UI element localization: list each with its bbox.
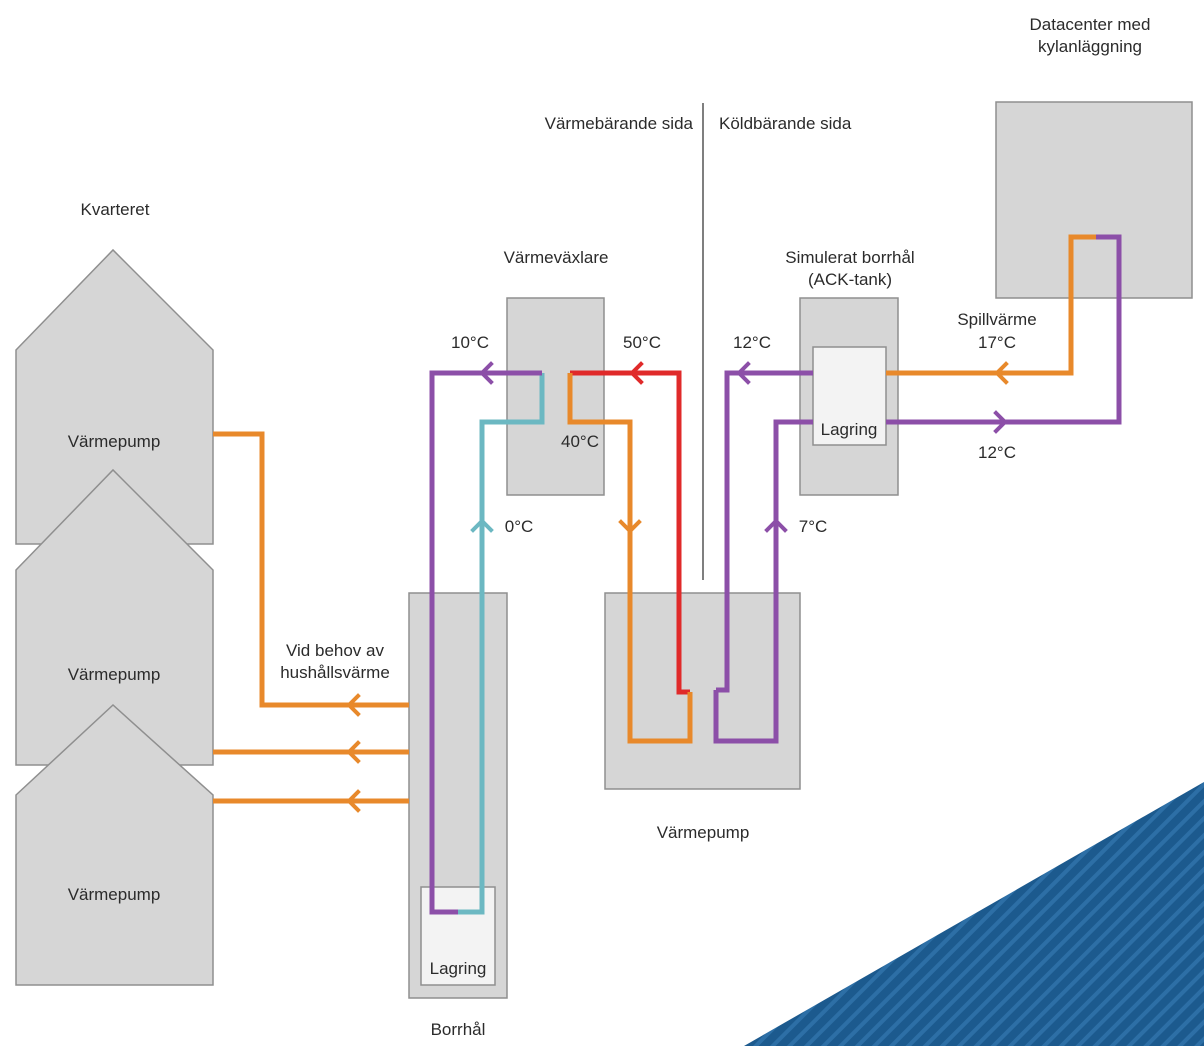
pipe-orange-hot-return — [567, 373, 693, 744]
storage-tank-label: Lagring — [821, 420, 878, 439]
datacenter-label-line1: Datacenter med — [1030, 15, 1151, 34]
sim-borehole-label-line2: (ACK-tank) — [808, 270, 892, 289]
pipe-house-1-supply — [213, 431, 409, 708]
household-label-line2: hushållsvärme — [280, 663, 390, 682]
heat-exchanger-label: Värmeväxlare — [504, 248, 609, 267]
borehole-storage-label: Lagring — [430, 959, 487, 978]
hot-side-label: Värmebärande sida — [545, 114, 694, 133]
arrow-orange-17 — [994, 361, 1009, 385]
pipe-orange-waste-heat — [886, 234, 1096, 376]
temp-12-left-label: 12°C — [733, 333, 771, 352]
cold-side-label: Köldbärande sida — [719, 114, 852, 133]
block-label: Kvarteret — [81, 200, 150, 219]
main-heat-pump-label: Värmepump — [657, 823, 750, 842]
heat-pump-2-label: Värmepump — [68, 665, 161, 684]
arrow-purple-12-left — [736, 361, 751, 385]
temp-10-label: 10°C — [451, 333, 489, 352]
corner-stripes — [744, 782, 1204, 1046]
temp-0-label: 0°C — [505, 517, 534, 536]
heat-pump-3-label: Värmepump — [68, 885, 161, 904]
sim-borehole-storage-box — [812, 346, 887, 446]
pipe-cyan-borehole-out — [458, 373, 545, 915]
temp-50-label: 50°C — [623, 333, 661, 352]
arrow-house-2 — [346, 740, 361, 764]
arrow-purple-12-right — [993, 410, 1008, 434]
pipe-red-hot-supply — [570, 370, 690, 695]
house-3 — [15, 703, 214, 986]
house-2 — [15, 468, 214, 766]
arrow-orange-down — [618, 519, 642, 534]
arrow-house-1 — [346, 693, 361, 717]
temp-12-right-label: 12°C — [978, 443, 1016, 462]
datacenter-box — [995, 101, 1193, 299]
arrow-purple-10 — [479, 361, 494, 385]
datacenter-label-line2: kylanläggning — [1038, 37, 1142, 56]
temp-40-label: 40°C — [561, 432, 599, 451]
arrow-red-50 — [629, 361, 644, 385]
waste-heat-label: Spillvärme — [957, 310, 1036, 329]
arrow-cyan-up — [470, 518, 494, 533]
main-heat-pump-box — [604, 592, 801, 790]
heat-pump-1-label: Värmepump — [68, 432, 161, 451]
arrow-house-3 — [346, 789, 361, 813]
pipe-purple-cold-from-tank — [716, 370, 813, 693]
household-label-line1: Vid behov av — [286, 641, 384, 660]
temp-7-label: 7°C — [799, 517, 828, 536]
house-1 — [15, 248, 214, 545]
arrow-purple-7-up — [764, 518, 788, 533]
heat-exchanger-box — [506, 297, 605, 496]
pipe-purple-borehole-return — [429, 370, 542, 915]
borehole-label: Borrhål — [431, 1020, 486, 1039]
pipe-purple-cold-to-tank — [713, 419, 813, 744]
sim-borehole-label-line1: Simulerat borrhål — [785, 248, 914, 267]
temp-17-label: 17°C — [978, 333, 1016, 352]
